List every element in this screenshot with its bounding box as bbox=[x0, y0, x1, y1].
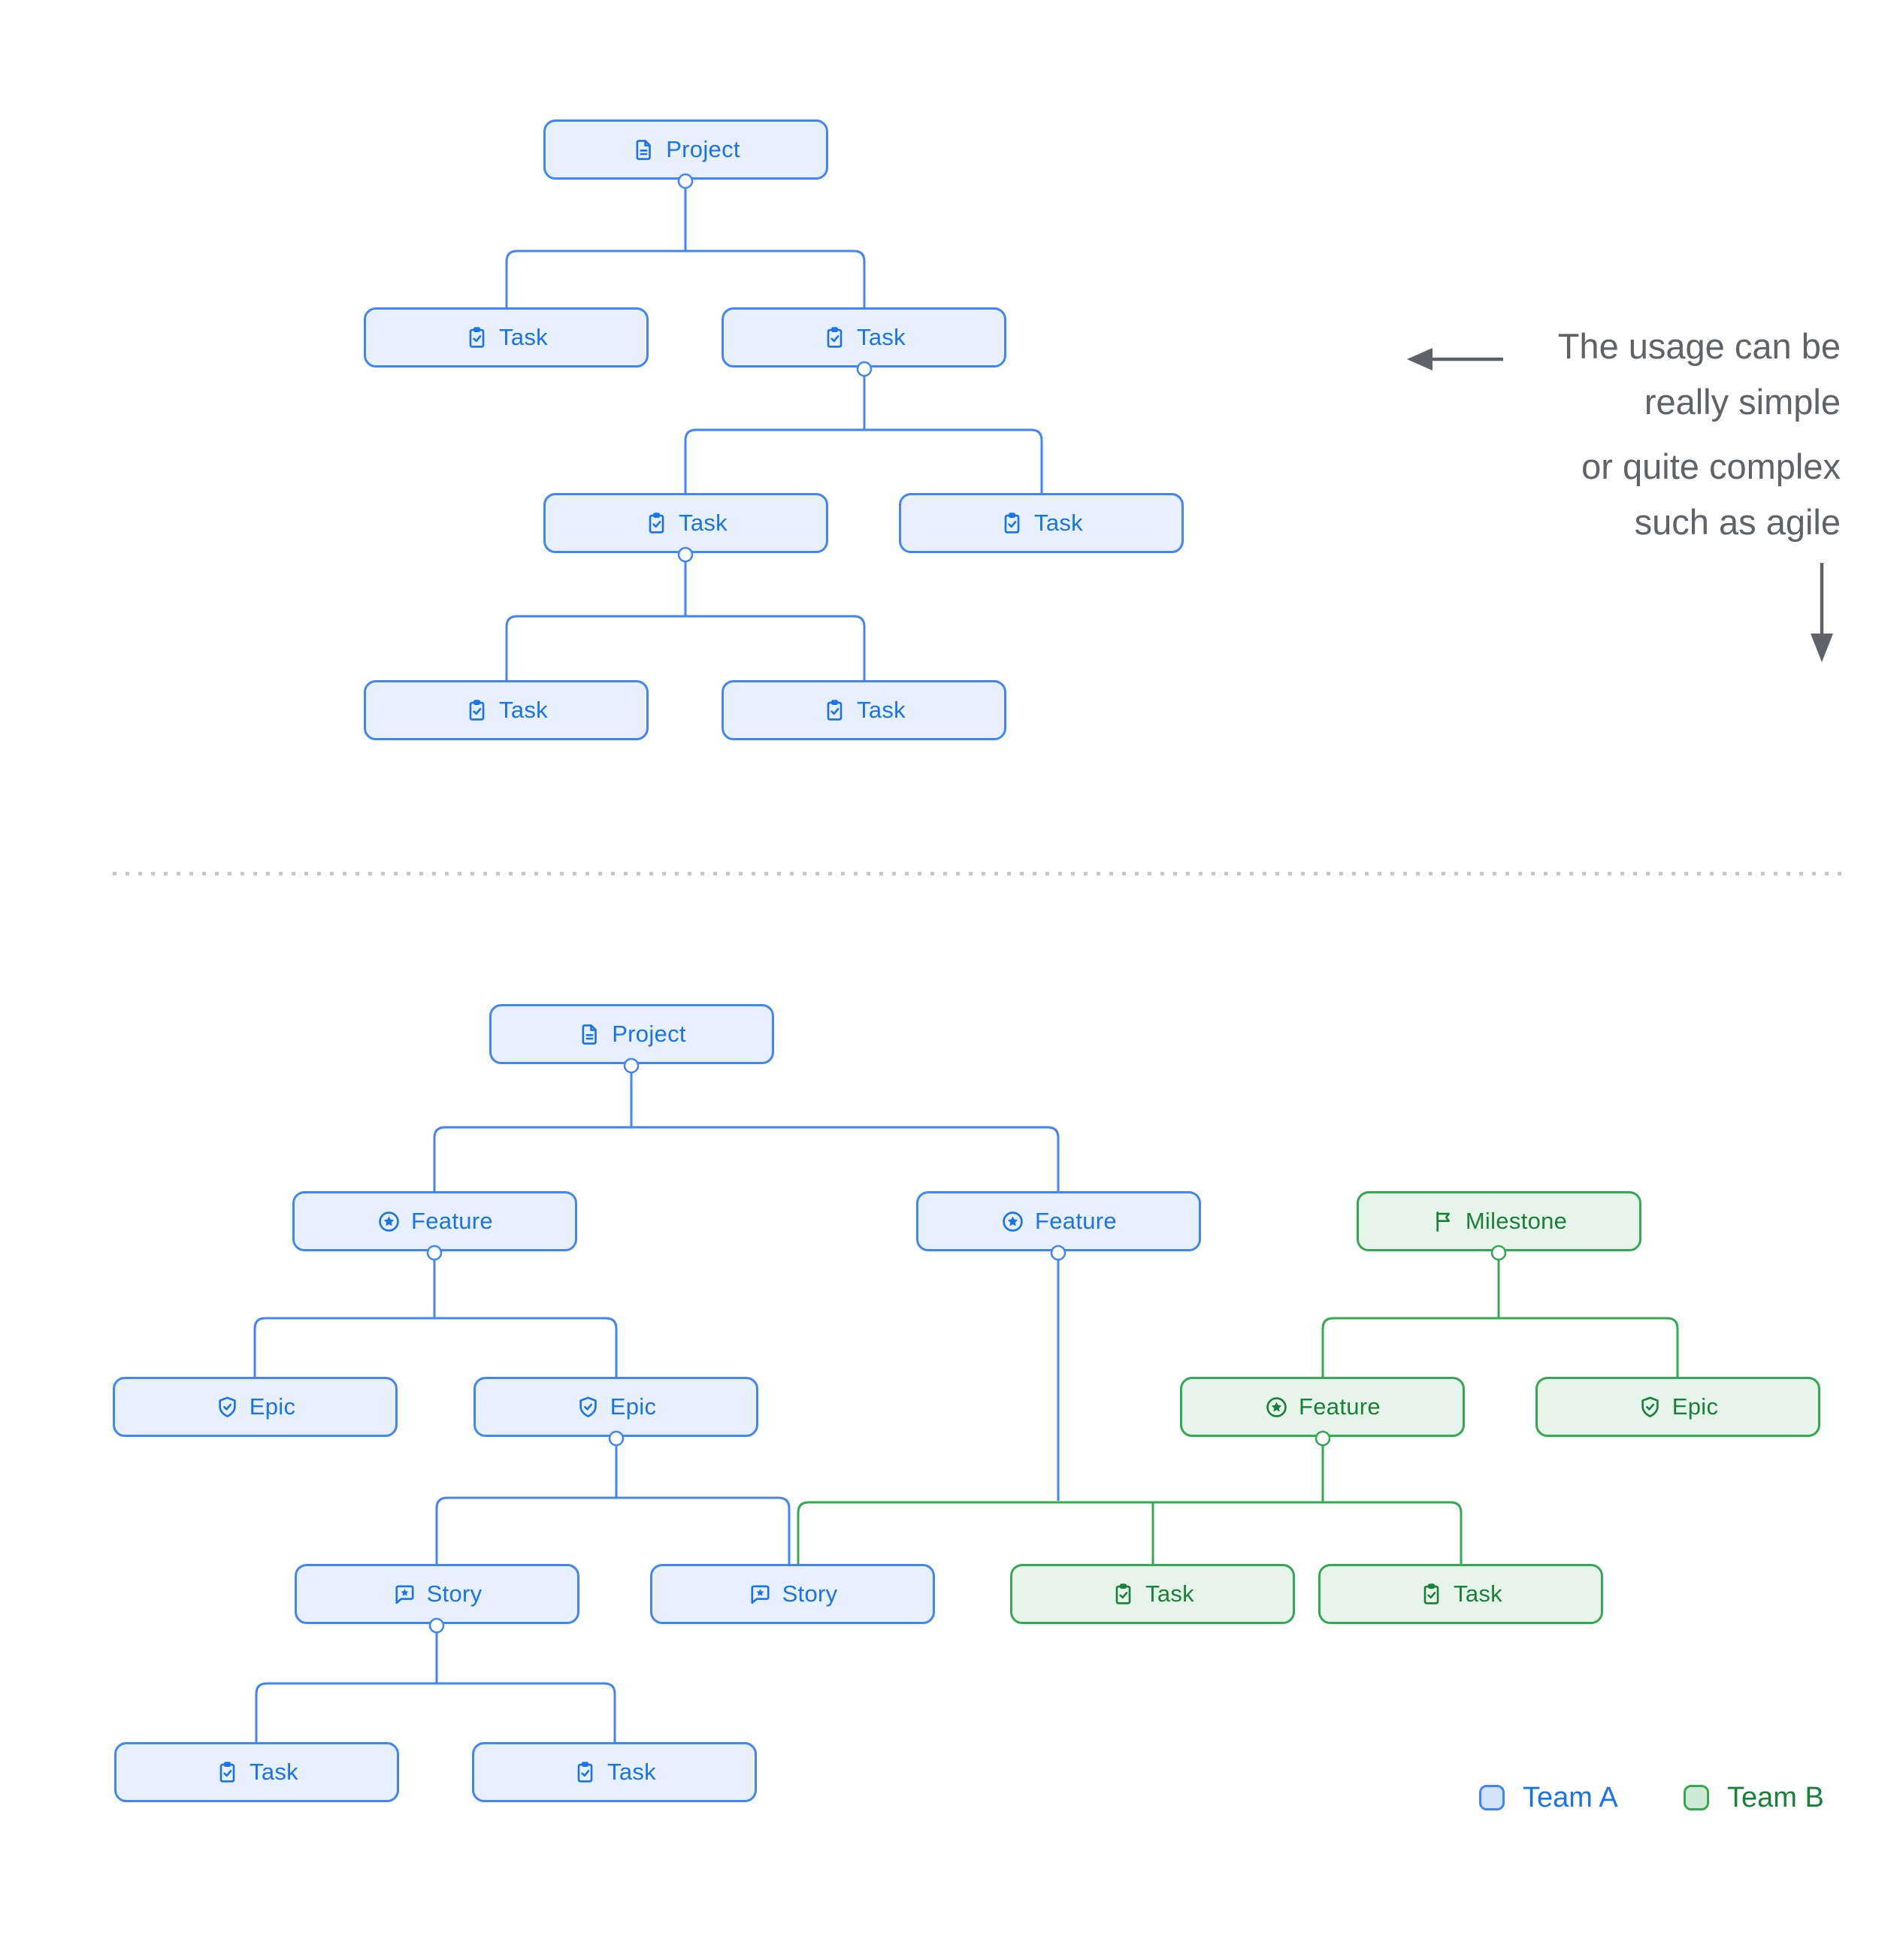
annotation-line: The usage can be bbox=[1557, 326, 1841, 366]
task-icon bbox=[464, 325, 489, 350]
feature-icon bbox=[1000, 1209, 1025, 1234]
tree-edge bbox=[433, 1072, 1060, 1191]
document-icon bbox=[631, 138, 656, 162]
left-arrow-icon bbox=[1407, 348, 1503, 371]
node-t1-task-5[interactable]: Task bbox=[364, 680, 649, 740]
node-port bbox=[1315, 1430, 1331, 1447]
node-port bbox=[677, 173, 694, 189]
annotation-paragraph-2: or quite complex such as agile bbox=[1581, 439, 1841, 550]
node-t2-milestone[interactable]: Milestone bbox=[1357, 1191, 1641, 1251]
task-icon bbox=[1419, 1582, 1444, 1607]
milestone-icon bbox=[1431, 1209, 1456, 1234]
story-icon bbox=[392, 1582, 417, 1607]
tree-edge bbox=[684, 375, 1043, 493]
node-port bbox=[1490, 1245, 1507, 1261]
node-label: Task bbox=[857, 324, 906, 350]
node-label: Feature bbox=[1299, 1393, 1381, 1420]
node-port bbox=[428, 1617, 445, 1634]
node-label: Task bbox=[250, 1759, 298, 1785]
node-port bbox=[426, 1245, 443, 1261]
node-t1-task-6[interactable]: Task bbox=[722, 680, 1006, 740]
node-label: Story bbox=[782, 1580, 838, 1607]
tree-edge bbox=[435, 1444, 791, 1564]
dotted-divider bbox=[113, 872, 1850, 876]
node-label: Task bbox=[1034, 510, 1083, 536]
epic-icon bbox=[576, 1395, 601, 1420]
task-icon bbox=[822, 698, 847, 723]
node-t2-task-3[interactable]: Task bbox=[114, 1742, 399, 1802]
story-icon bbox=[748, 1582, 773, 1607]
node-port bbox=[623, 1057, 640, 1074]
tree-edge bbox=[505, 561, 866, 680]
node-label: Task bbox=[1454, 1580, 1502, 1607]
node-t2-epic-3[interactable]: Epic bbox=[1535, 1377, 1820, 1437]
node-t1-task-1[interactable]: Task bbox=[364, 307, 649, 368]
task-icon bbox=[215, 1760, 240, 1785]
node-t2-task-4[interactable]: Task bbox=[472, 1742, 757, 1802]
node-t1-project[interactable]: Project bbox=[543, 119, 828, 180]
node-label: Story bbox=[426, 1580, 483, 1607]
node-label: Epic bbox=[1672, 1393, 1719, 1420]
node-label: Project bbox=[612, 1021, 686, 1047]
node-t2-task-2[interactable]: Task bbox=[1318, 1564, 1603, 1624]
node-t2-feature-2[interactable]: Feature bbox=[916, 1191, 1201, 1251]
node-port bbox=[856, 361, 873, 377]
node-t2-story-1[interactable]: Story bbox=[295, 1564, 579, 1624]
annotation-line: such as agile bbox=[1634, 502, 1841, 542]
task-icon bbox=[1111, 1582, 1136, 1607]
tree-edge bbox=[797, 1444, 1463, 1564]
node-label: Epic bbox=[249, 1393, 296, 1420]
node-t2-task-1[interactable]: Task bbox=[1010, 1564, 1295, 1624]
node-label: Task bbox=[607, 1759, 656, 1785]
task-icon bbox=[573, 1760, 598, 1785]
task-icon bbox=[1000, 511, 1024, 536]
node-t1-task-2[interactable]: Task bbox=[722, 307, 1006, 368]
node-t2-story-2[interactable]: Story bbox=[650, 1564, 935, 1624]
tree-edge bbox=[253, 1259, 618, 1377]
tree-edge bbox=[505, 187, 866, 307]
node-port bbox=[677, 546, 694, 563]
node-label: Task bbox=[1145, 1580, 1194, 1607]
tree-edge bbox=[255, 1632, 616, 1742]
task-icon bbox=[464, 698, 489, 723]
feature-icon bbox=[377, 1209, 401, 1234]
epic-icon bbox=[1638, 1395, 1662, 1420]
node-label: Feature bbox=[1035, 1208, 1117, 1234]
epic-icon bbox=[215, 1395, 240, 1420]
annotation-line: really simple bbox=[1644, 382, 1841, 422]
node-t1-task-4[interactable]: Task bbox=[899, 493, 1184, 553]
annotation-line: or quite complex bbox=[1581, 446, 1841, 486]
node-label: Epic bbox=[610, 1393, 657, 1420]
node-label: Project bbox=[666, 136, 740, 162]
tree-edge bbox=[1321, 1259, 1679, 1377]
node-port bbox=[608, 1430, 625, 1447]
node-label: Feature bbox=[411, 1208, 493, 1234]
node-label: Task bbox=[499, 324, 548, 350]
node-port bbox=[1050, 1245, 1066, 1261]
down-arrow-icon bbox=[1811, 563, 1833, 662]
document-icon bbox=[577, 1022, 602, 1047]
feature-icon bbox=[1264, 1395, 1289, 1420]
task-icon bbox=[644, 511, 669, 536]
task-icon bbox=[822, 325, 847, 350]
node-label: Task bbox=[679, 510, 728, 536]
node-t2-project[interactable]: Project bbox=[489, 1004, 774, 1064]
node-label: Task bbox=[499, 697, 548, 723]
node-label: Task bbox=[857, 697, 906, 723]
node-t2-epic-1[interactable]: Epic bbox=[113, 1377, 398, 1437]
node-label: Milestone bbox=[1465, 1208, 1568, 1234]
annotation-paragraph-1: The usage can be really simple bbox=[1558, 319, 1841, 430]
